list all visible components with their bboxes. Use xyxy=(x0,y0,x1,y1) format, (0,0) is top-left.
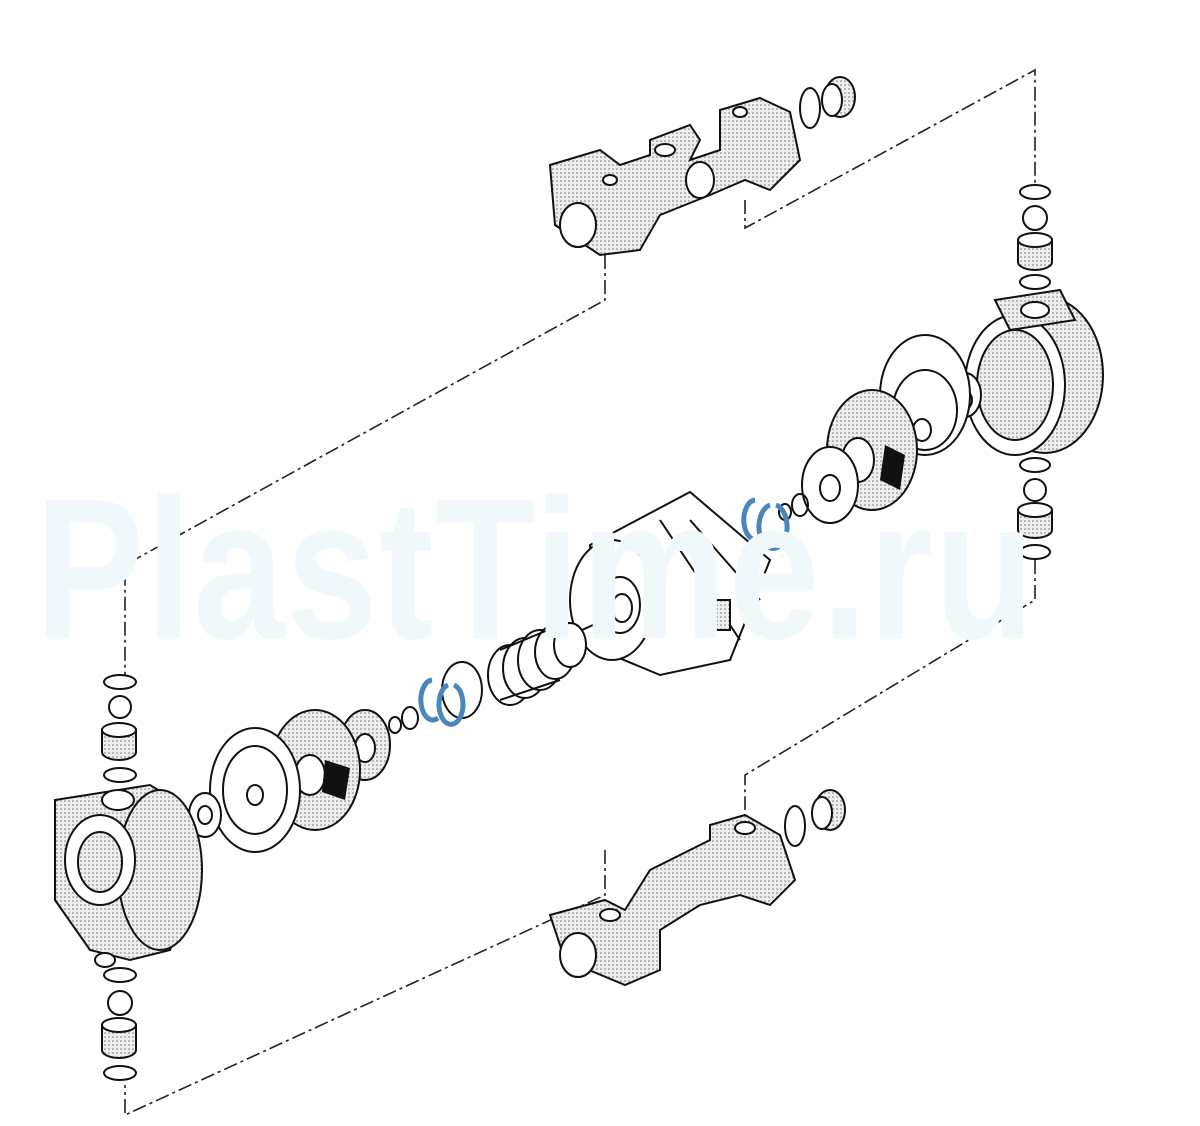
left-retaining-ring xyxy=(418,677,440,723)
left-upper-valve-stack xyxy=(101,674,137,783)
left-retaining-clip xyxy=(436,682,466,727)
center-air-section xyxy=(569,490,772,677)
left-washer xyxy=(388,716,402,734)
left-fluid-chamber xyxy=(54,783,203,968)
right-inner-plate xyxy=(801,446,859,524)
right-lower-valve-stack xyxy=(1017,457,1053,560)
left-outer-plate xyxy=(209,727,301,853)
left-lower-valve-stack xyxy=(101,967,137,1081)
right-washer xyxy=(791,493,809,517)
right-upper-valve-stack xyxy=(1017,184,1053,290)
bottom-manifold xyxy=(548,813,797,987)
right-retaining-ring xyxy=(741,497,763,543)
top-port-cap xyxy=(821,76,856,118)
air-valve-spool xyxy=(487,622,587,706)
bottom-port-cap xyxy=(811,789,846,831)
left-small-o-ring xyxy=(401,706,419,730)
top-manifold xyxy=(548,96,802,257)
o-ring-top xyxy=(799,87,821,129)
right-fluid-chamber xyxy=(964,288,1104,456)
leader-lines xyxy=(124,68,1036,1117)
o-ring-bottom xyxy=(784,805,806,847)
right-retaining-clip xyxy=(756,502,790,551)
